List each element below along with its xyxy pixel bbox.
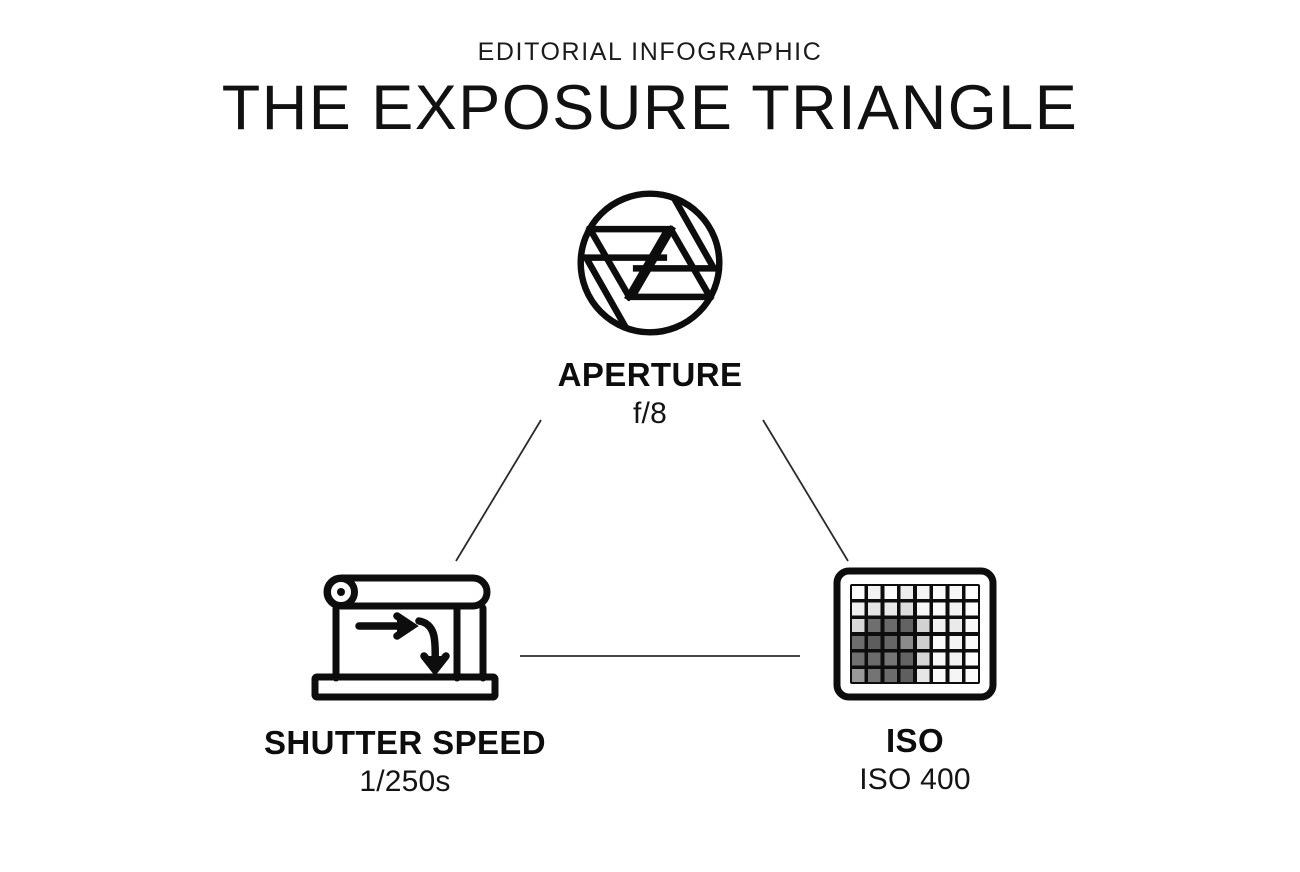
sensor-cell [900,585,914,599]
connector-aperture-to-shutter [455,419,542,562]
node-value-shutter-speed: 1/250s [359,764,451,798]
sensor-cell [884,602,897,616]
sensor-cell [965,585,979,599]
sensor-cell [884,619,897,633]
sensor-cell [933,669,946,683]
sensor-cell [851,602,865,616]
sensor-cell [916,585,930,599]
shutter-curtain-icon [311,574,499,701]
node-value-aperture: f/8 [633,396,667,430]
sensor-cell [900,635,914,649]
sensor-cell [916,635,930,649]
sensor-cell [900,619,914,633]
node-title-shutter-speed: SHUTTER SPEED [263,724,547,761]
sensor-cell [868,585,881,599]
sensor-cell [868,619,881,633]
sensor-cell [868,652,881,666]
roller-pivot-dot [337,588,345,596]
iso-icon-wrap [715,566,1115,702]
sensor-cell [965,619,979,633]
sensor-cell [933,619,946,633]
sensor-cell [868,635,881,649]
sensor-cell [916,619,930,633]
sensor-cell [884,635,897,649]
node-value-iso: ISO 400 [859,762,971,796]
sensor-cell [965,652,979,666]
node-title-iso: ISO [885,722,945,759]
sensor-cell [900,602,914,616]
sensor-cell [884,585,897,599]
eyebrow-label: EDITORIAL INFOGRAPHIC [477,38,823,66]
sensor-cell [884,652,897,666]
arrow-right-icon [355,612,419,640]
sensor-cell [949,652,962,666]
connector-aperture-to-iso [762,419,849,562]
sensor-cell [868,602,881,616]
sensor-cell [884,669,897,683]
sensor-cell [851,652,865,666]
sensor-cell [933,652,946,666]
sensor-cell [949,635,962,649]
sensor-cell [916,602,930,616]
aperture-iris-icon [577,190,723,336]
sensor-cell [851,619,865,633]
sensor-cell [868,669,881,683]
sensor-cell [916,669,930,683]
aperture-icon-wrap [450,186,850,340]
sensor-cell [965,635,979,649]
sensor-cell [949,602,962,616]
sensor-cell [965,669,979,683]
sensor-cell-group [851,585,979,683]
sensor-cell [851,635,865,649]
page-title: THE EXPOSURE TRIANGLE [221,73,1079,143]
node-iso[interactable]: ISO ISO 400 [715,566,1115,797]
sensor-cell [851,669,865,683]
sensor-cell [949,669,962,683]
sensor-cell [949,585,962,599]
sensor-cell [851,585,865,599]
node-title-aperture: APERTURE [557,356,743,393]
sensor-cell [933,602,946,616]
node-shutter-speed[interactable]: SHUTTER SPEED 1/250s [205,566,605,799]
sensor-cell [965,602,979,616]
sensor-cell [900,669,914,683]
node-aperture[interactable]: APERTURE f/8 [450,186,850,431]
sensor-cell [933,585,946,599]
shutter-icon-wrap [205,566,605,704]
image-sensor-grid-icon [833,567,997,701]
sensor-cell [933,635,946,649]
sensor-cell [916,652,930,666]
sensor-cell [949,619,962,633]
sensor-cell [900,652,914,666]
arrow-curve-down-icon [415,617,450,677]
sensor-grid-panel [850,584,980,684]
